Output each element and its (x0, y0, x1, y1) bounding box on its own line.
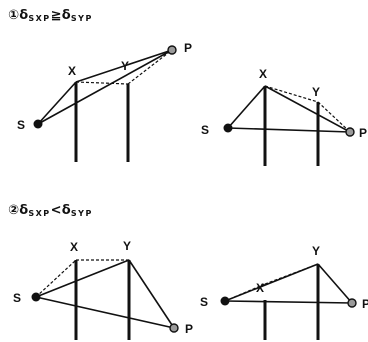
label-x: X (70, 240, 78, 254)
path-x-p (264, 85, 351, 133)
section-1-title: ①δSXP≧δSYP (8, 8, 93, 23)
dashed-s-x (224, 283, 266, 302)
path-s-p-direct (35, 296, 175, 329)
path-s-y (35, 259, 130, 298)
section-2-title: ②δSXP<δSYP (8, 203, 93, 218)
section-2-delta-sxp: δ (19, 203, 29, 218)
label-p: P (359, 126, 367, 140)
section-1-delta-sxp: δ (19, 8, 29, 23)
diagram-2a (31, 259, 179, 340)
label-y: Y (121, 59, 129, 73)
label-p: P (362, 297, 368, 311)
label-y: Y (123, 239, 131, 253)
source-point (33, 119, 43, 129)
section-1-sub-sxp: SXP (28, 14, 51, 23)
section-1-relation: ≧ (50, 8, 62, 23)
source-point (223, 123, 233, 133)
label-s: S (200, 295, 208, 309)
path-s-p-direct (37, 49, 173, 125)
path-y-p (128, 259, 175, 329)
dashed-s-x (35, 259, 77, 298)
section-1-delta-syp: δ (61, 8, 71, 23)
label-s: S (13, 291, 21, 305)
section-2-sub-syp: SYP (70, 209, 93, 218)
receiver-point (345, 127, 355, 137)
dashed-x-y (264, 85, 319, 103)
section-2-delta-syp: δ (61, 203, 71, 218)
label-x: X (68, 64, 76, 78)
label-y: Y (312, 244, 320, 258)
receiver-point (167, 45, 177, 55)
diagram-1a (33, 45, 177, 162)
diagram-2b (220, 263, 357, 340)
path-s-x (37, 81, 77, 125)
label-s: S (17, 118, 25, 132)
label-x: X (256, 281, 264, 295)
dashed-x-y (264, 263, 319, 285)
path-s-x (227, 85, 266, 129)
source-point (31, 292, 41, 302)
label-p: P (185, 322, 193, 336)
label-p: P (184, 41, 192, 55)
label-y: Y (312, 85, 320, 99)
label-s: S (201, 123, 209, 137)
dashed-x-y (75, 81, 129, 85)
diagram-1b (223, 85, 355, 166)
path-y-p (317, 263, 353, 304)
section-2-relation: < (50, 203, 62, 218)
section-2-marker: ② (8, 203, 20, 218)
path-x-p (75, 49, 173, 83)
path-s-p-direct (224, 300, 353, 304)
label-x: X (259, 67, 267, 81)
path-s-p-direct (227, 127, 351, 133)
dashed-y-p (127, 49, 173, 85)
section-1-sub-syp: SYP (70, 14, 93, 23)
receiver-point (347, 298, 357, 308)
section-2-sub-sxp: SXP (28, 209, 51, 218)
dashed-y-p (317, 101, 351, 133)
source-point (220, 296, 230, 306)
receiver-point (169, 323, 179, 333)
section-1-marker: ① (8, 8, 20, 23)
